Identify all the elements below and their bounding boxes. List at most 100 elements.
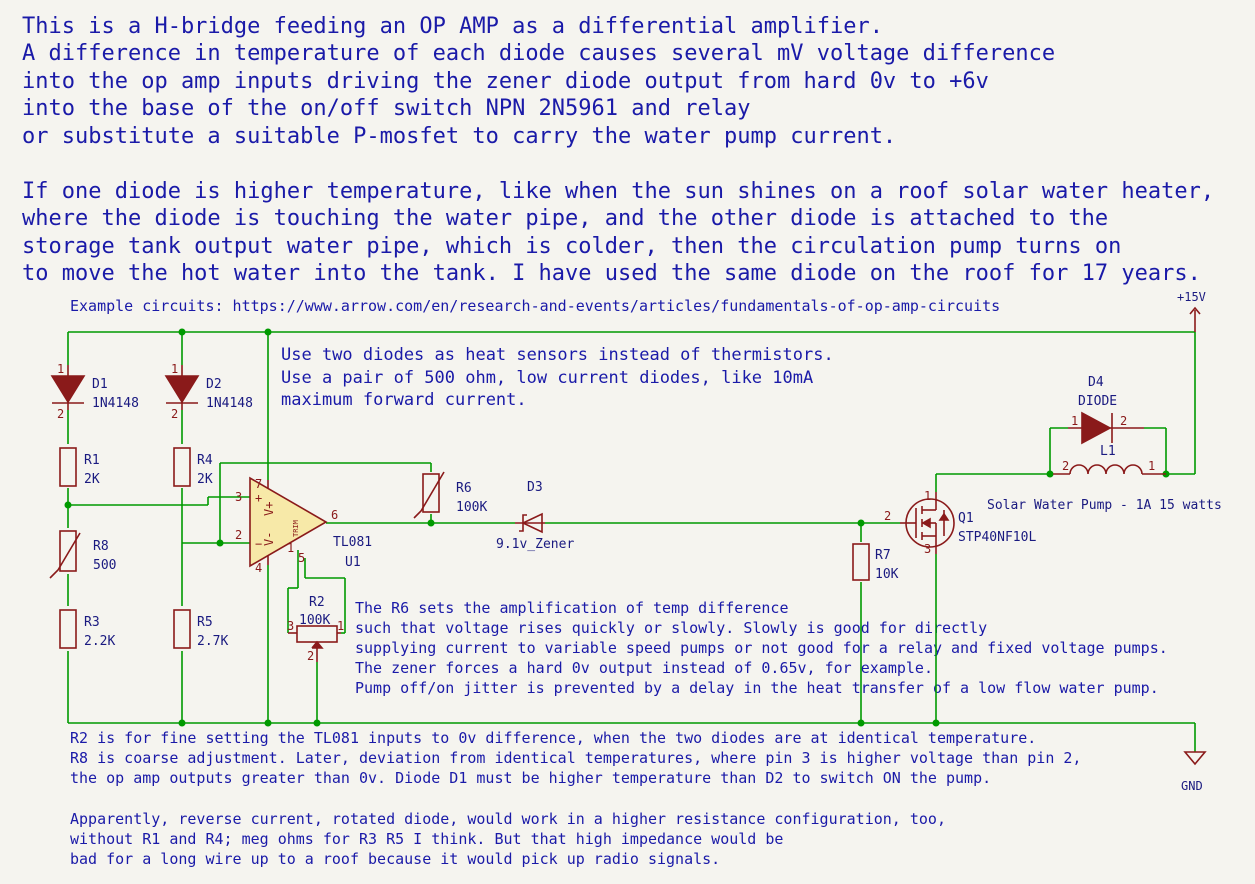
d1-ref: D1 <box>92 377 108 392</box>
junction <box>264 328 272 336</box>
sensor-line-1: Use two diodes as heat sensors instead o… <box>281 345 834 365</box>
d4-value: DIODE <box>1078 394 1117 409</box>
junction <box>178 719 186 727</box>
roof-line-3: storage tank output water pipe, which is… <box>22 234 1121 259</box>
diode-d2[interactable]: 1 2 D2 1N4148 <box>164 362 253 421</box>
example-link[interactable]: Example circuits: https://www.arrow.com/… <box>70 297 1000 315</box>
zener-d3[interactable]: D3 9.1v_Zener <box>496 480 574 552</box>
header-line-5: or substitute a suitable P-mosfet to car… <box>22 124 896 149</box>
reverse-line-3: bad for a long wire up to a roof because… <box>70 850 720 868</box>
junction <box>264 719 272 727</box>
svg-text:1: 1 <box>287 541 294 555</box>
diode-d4[interactable]: 1 2 D4 DIODE <box>1068 375 1144 445</box>
r2-ref: R2 <box>309 595 325 610</box>
d3-value: 9.1v_Zener <box>496 537 574 552</box>
svg-text:1: 1 <box>337 619 344 633</box>
r7-ref: R7 <box>875 548 891 563</box>
r3-ref: R3 <box>84 615 100 630</box>
junction <box>178 328 186 336</box>
pump-label: Solar Water Pump - 1A 15 watts <box>987 498 1222 513</box>
junction <box>857 719 865 727</box>
l1-ref: L1 <box>1100 444 1116 459</box>
svg-text:V-: V- <box>262 532 276 546</box>
gnd-symbol: GND <box>1181 751 1207 793</box>
resistor-r4[interactable]: R4 2K <box>173 447 213 487</box>
reverse-line-1: Apparently, reverse current, rotated dio… <box>70 810 946 828</box>
potentiometer-r2[interactable]: 3 1 2 R2 100K <box>287 595 344 663</box>
junction <box>857 519 865 527</box>
junction <box>64 501 72 509</box>
roof-note: If one diode is higher temperature, like… <box>22 179 1214 286</box>
opamp-u1[interactable]: + − V+ V- TRIM 3 2 7 4 5 1 6 TL081 U1 <box>235 476 372 575</box>
svg-text:TRIM: TRIM <box>292 520 300 537</box>
d2-value: 1N4148 <box>206 396 253 411</box>
r6-value: 100K <box>456 500 487 515</box>
r6-line-1: The R6 sets the amplification of temp di… <box>355 599 788 617</box>
resistor-r6[interactable]: R6 100K <box>413 471 487 519</box>
r6-line-4: The zener forces a hard 0v output instea… <box>355 659 933 677</box>
svg-text:7: 7 <box>255 477 262 491</box>
reverse-line-2: without R1 and R4; meg ohms for R3 R5 I … <box>70 830 783 848</box>
svg-text:2: 2 <box>884 509 891 523</box>
r1-value: 2K <box>84 472 100 487</box>
r2-line-3: the op amp outputs greater than 0v. Diod… <box>70 769 991 787</box>
r2-line-1: R2 is for fine setting the TL081 inputs … <box>70 729 1036 747</box>
gnd-label: GND <box>1181 779 1203 793</box>
r8-value: 500 <box>93 558 116 573</box>
svg-text:1: 1 <box>1071 414 1078 428</box>
header-line-1: This is a H-bridge feeding an OP AMP as … <box>22 14 883 39</box>
junction <box>427 519 435 527</box>
header-line-2: A difference in temperature of each diod… <box>22 41 1055 66</box>
svg-text:2: 2 <box>307 649 314 663</box>
svg-text:2: 2 <box>1062 459 1069 473</box>
inductor-l1[interactable]: 2 1 L1 <box>1053 444 1166 475</box>
sensor-line-3: maximum forward current. <box>281 390 527 410</box>
r7-value: 10K <box>875 567 899 582</box>
resistor-r5[interactable]: R5 2.7K <box>173 609 228 649</box>
header-line-4: into the base of the on/off switch NPN 2… <box>22 96 750 121</box>
svg-text:3: 3 <box>924 542 931 556</box>
r6-line-2: such that voltage rises quickly or slowl… <box>355 619 987 637</box>
svg-text:1: 1 <box>1148 459 1155 473</box>
r5-ref: R5 <box>197 615 213 630</box>
resistor-r7[interactable]: R7 10K <box>852 543 899 582</box>
r3-value: 2.2K <box>84 634 115 649</box>
junction <box>216 539 224 547</box>
junction <box>313 719 321 727</box>
d3-ref: D3 <box>527 480 543 495</box>
r1-ref: R1 <box>84 453 100 468</box>
r6-line-3: supplying current to variable speed pump… <box>355 639 1168 657</box>
svg-text:V+: V+ <box>262 502 276 516</box>
resistor-r8[interactable]: R8 500 <box>49 530 116 579</box>
diode-d1[interactable]: 1 2 D1 1N4148 <box>50 362 139 421</box>
d2-ref: D2 <box>206 377 222 392</box>
q1-value: STP40NF10L <box>958 530 1036 545</box>
svg-text:+: + <box>255 491 262 505</box>
junction <box>932 719 940 727</box>
roof-line-1: If one diode is higher temperature, like… <box>22 179 1214 204</box>
svg-text:3: 3 <box>287 619 294 633</box>
svg-text:1: 1 <box>171 362 178 376</box>
r6-ref: R6 <box>456 481 472 496</box>
svg-text:1: 1 <box>57 362 64 376</box>
resistor-r1[interactable]: R1 2K <box>59 447 100 487</box>
roof-line-2: where the diode is touching the water pi… <box>22 206 1108 231</box>
r2-line-2: R8 is coarse adjustment. Later, deviatio… <box>70 749 1081 767</box>
r8-ref: R8 <box>93 539 109 554</box>
d4-ref: D4 <box>1088 375 1104 390</box>
mosfet-q1[interactable]: 2 1 3 Q1 STP40NF10L <box>884 489 1036 556</box>
r4-value: 2K <box>197 472 213 487</box>
q1-ref: Q1 <box>958 511 974 526</box>
svg-text:1: 1 <box>924 489 931 503</box>
vcc-label: +15V <box>1177 290 1206 304</box>
roof-line-4: to move the hot water into the tank. I h… <box>22 261 1201 286</box>
r2-value: 100K <box>299 613 330 628</box>
r6-line-5: Pump off/on jitter is prevented by a del… <box>355 679 1159 697</box>
u1-value: TL081 <box>333 535 372 550</box>
reverse-note: Apparently, reverse current, rotated dio… <box>70 810 946 868</box>
header-line-3: into the op amp inputs driving the zener… <box>22 69 989 94</box>
junction <box>1046 470 1054 478</box>
resistor-r3[interactable]: R3 2.2K <box>59 609 115 649</box>
d1-value: 1N4148 <box>92 396 139 411</box>
